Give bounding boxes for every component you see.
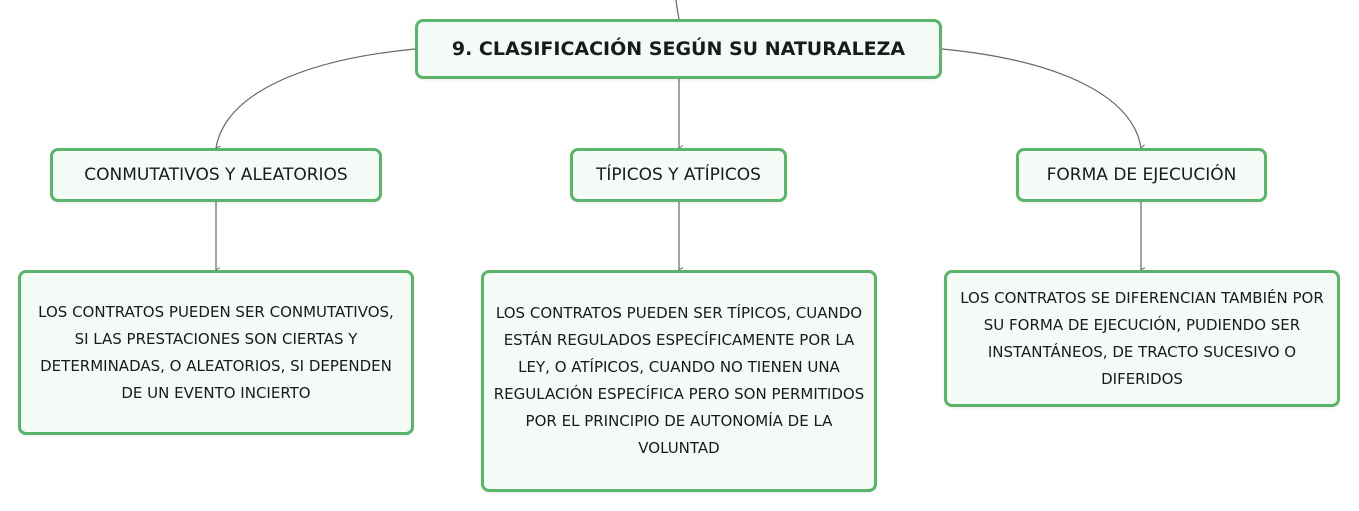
- root-node[interactable]: 9. CLASIFICACIÓN SEGÚN SU NATURALEZA: [415, 19, 942, 79]
- description-node-text: LOS CONTRATOS SE DIFERENCIAN TAMBIÉN POR…: [960, 288, 1324, 388]
- category-node-conmutativos[interactable]: CONMUTATIVOS Y ALEATORIOS: [50, 148, 382, 202]
- category-node-label: FORMA DE EJECUCIÓN: [1046, 165, 1237, 185]
- connector-root-to-cat-1: [215, 48, 416, 152]
- root-node-label: 9. CLASIFICACIÓN SEGÚN SU NATURALEZA: [451, 38, 906, 60]
- connector-root-to-cat-3: [941, 48, 1146, 151]
- description-node-text: LOS CONTRATOS PUEDEN SER TÍPICOS, CUANDO…: [493, 304, 865, 457]
- category-node-label: TÍPICOS Y ATÍPICOS: [596, 165, 761, 185]
- category-node-tipicos[interactable]: TÍPICOS Y ATÍPICOS: [570, 148, 787, 202]
- category-node-forma-ejecucion[interactable]: FORMA DE EJECUCIÓN: [1016, 148, 1267, 202]
- category-node-label: CONMUTATIVOS Y ALEATORIOS: [84, 165, 348, 185]
- description-node-text: LOS CONTRATOS PUEDEN SER CONMUTATIVOS, S…: [38, 302, 394, 402]
- connector-incoming-root: [675, 0, 680, 20]
- description-node-forma-ejecucion[interactable]: LOS CONTRATOS SE DIFERENCIAN TAMBIÉN POR…: [944, 270, 1340, 407]
- description-node-conmutativos[interactable]: LOS CONTRATOS PUEDEN SER CONMUTATIVOS, S…: [18, 270, 414, 435]
- description-node-tipicos[interactable]: LOS CONTRATOS PUEDEN SER TÍPICOS, CUANDO…: [481, 270, 877, 492]
